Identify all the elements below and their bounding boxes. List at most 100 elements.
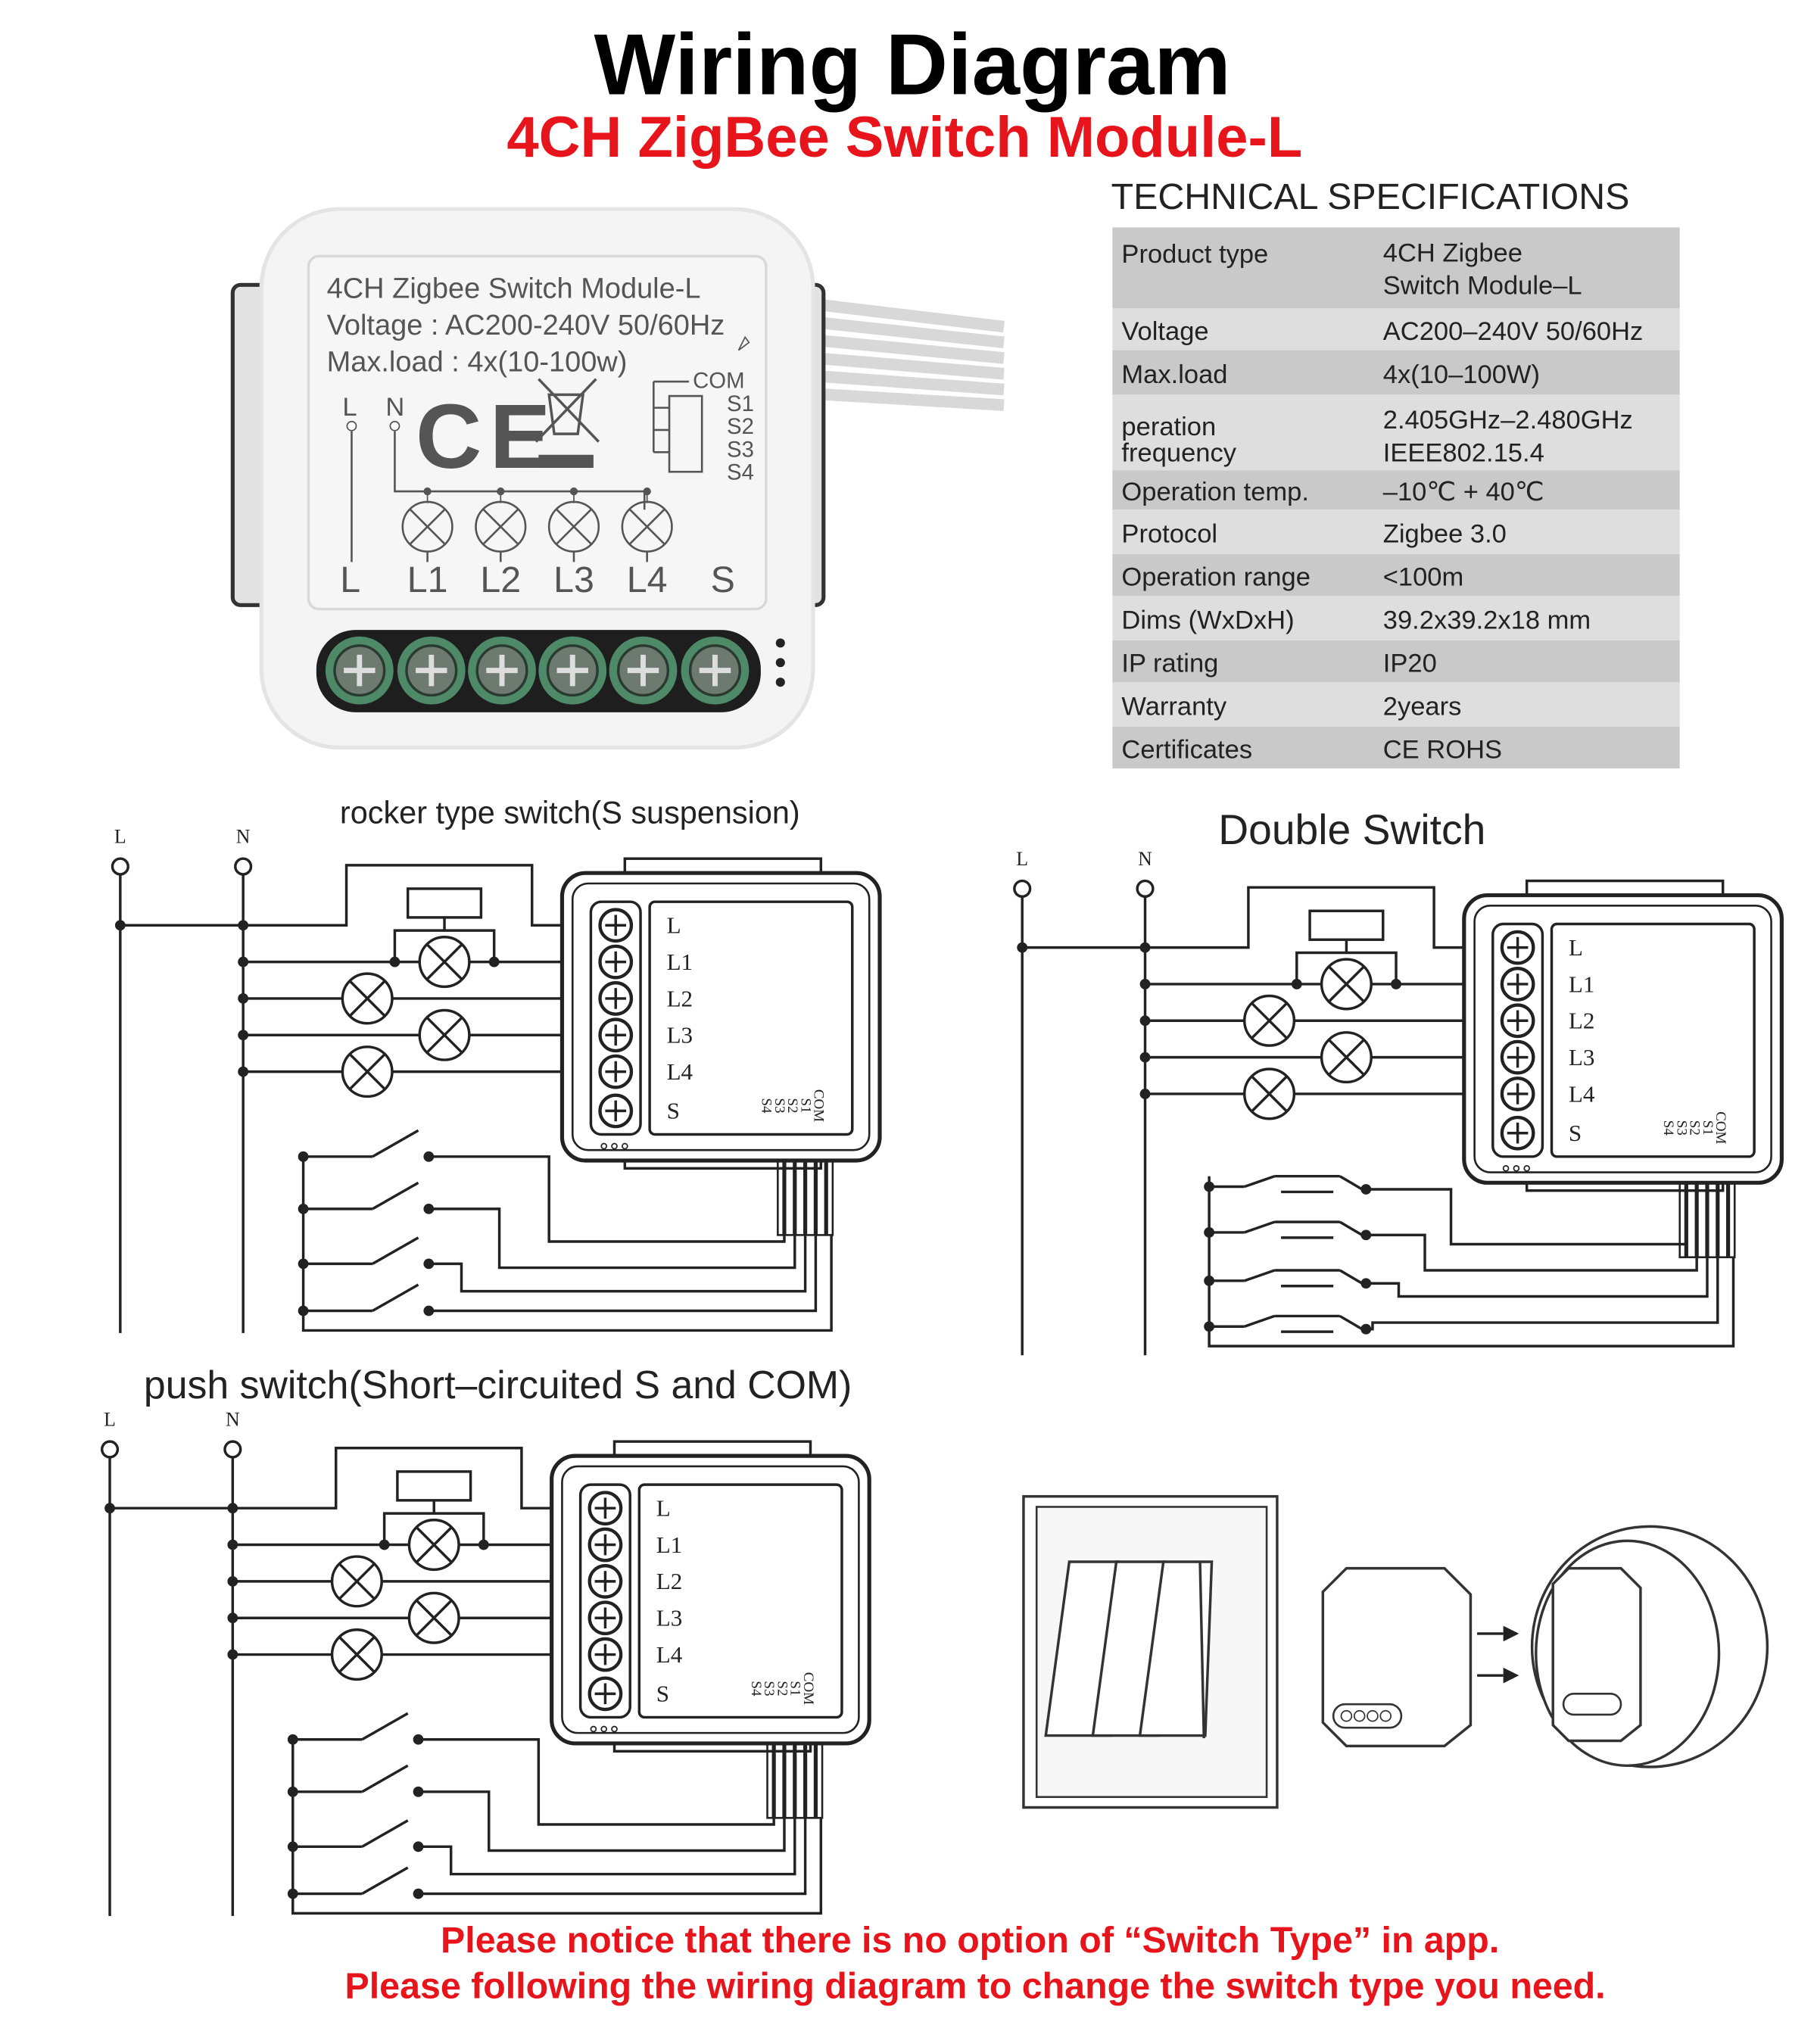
terminal-dot [1353,1709,1366,1722]
junction-dot [287,1841,298,1852]
switch-line [1366,1257,1709,1298]
weee-bin-icon [535,378,600,443]
specs-heading: TECHNICAL SPECIFICATIONS [1111,176,1630,217]
push-switch-icon [361,1819,409,1848]
spec-value: Switch Module–L [1383,271,1582,300]
spec-row-background [1112,470,1680,510]
terminal-label: L1 [1569,971,1595,997]
screw-cross [1507,1046,1529,1068]
junction-dot [238,920,249,931]
supply-terminal [234,857,253,876]
terminal-label: S [667,1098,680,1124]
terminal-label: L1 [656,1531,683,1558]
s4-line [418,1818,807,1896]
spec-row-background [1112,308,1680,351]
spec-label: Max.load [1121,360,1227,389]
terminal-label: S [656,1681,669,1707]
page-title: Wiring Diagram [594,17,1231,113]
spec-label: Protocol [1121,519,1217,548]
page-subtitle: 4CH ZigBee Switch Module-L [506,105,1302,170]
module-inner-outline [561,1465,860,1734]
arrow-right-icon [1503,1625,1519,1642]
junction-dot [413,1786,424,1797]
double-switch-icon [1244,1220,1276,1234]
lamp-cross [338,1636,376,1673]
switch-terminal-label: S2 [1687,1120,1703,1136]
supply-label: N [236,825,251,847]
spec-label: peration [1121,413,1216,441]
terminal-label: L2 [667,985,693,1011]
junction-dot [1139,1089,1151,1099]
led-dot [611,1725,618,1733]
junction-dot [1391,979,1401,989]
terminal-dot [1379,1709,1392,1722]
supply-label: N [1138,848,1152,870]
switch-terminal-label: S4 [759,1098,774,1114]
led-dot [590,1725,597,1733]
live-feed-line [110,1447,584,1510]
spec-value: Zigbee 3.0 [1383,519,1507,548]
spec-value: AC200–240V 50/60Hz [1383,317,1644,346]
screw-slot [556,654,588,687]
device-label-line: Max.load : 4x(10-100w) [327,346,628,378]
spec-label: Operation range [1121,562,1310,591]
lamp-cross [416,1526,452,1563]
lamp-cross [349,980,385,1017]
rocker-switch-icon [372,1181,419,1211]
spec-row-background [1112,682,1680,727]
module-panel [1550,922,1756,1158]
device-label-n: N [385,393,404,422]
switch-terminal-label: COM [1713,1111,1728,1144]
terminal-label: L4 [656,1641,683,1668]
junction-dot [238,1030,249,1041]
notice-line-1: Please notice that there is no option of… [441,1920,1499,1961]
junction-dot [238,1066,249,1077]
spec-label: Voltage [1121,317,1208,346]
push-switch-icon [361,1712,409,1741]
s2-line [429,1207,796,1270]
device-switch-label: S2 [727,414,754,439]
status-led-dot [775,658,785,668]
junction-dot [287,1786,298,1797]
lamp-cross [1251,1076,1288,1112]
device-terminal-label: L1 [407,559,448,600]
terminal-label: L [1569,934,1583,961]
switch-terminal-label: S4 [1660,1120,1676,1136]
spec-row: Operation range<100m [1112,553,1680,597]
rocker-button [1138,1560,1214,1737]
spec-label: frequency [1121,438,1236,467]
terminal-dot [1367,1709,1379,1722]
spec-value: CE ROHS [1383,735,1502,764]
module-panel [648,900,854,1136]
terminal-label: S [1569,1120,1582,1146]
switch-terminal-label: S3 [1673,1120,1689,1136]
com-bus-line [1208,1176,1735,1348]
lamp-cross [629,509,665,562]
device-switch-label: S3 [727,437,754,462]
module-inner-outline [571,882,871,1151]
device-switch-label: S1 [727,391,754,416]
switch-terminal-label: S1 [797,1098,813,1113]
double-switch-icon [1339,1314,1364,1331]
device-switch-label: COM [693,369,744,394]
s4-line [429,1235,818,1313]
junction-dot [1291,979,1302,989]
lamp-cross [410,509,445,562]
screw-slot [627,654,659,687]
screw-slot [486,654,518,687]
switch-terminal-label: S2 [784,1098,800,1113]
switch-line [1366,1257,1719,1331]
diagram-title: Double Switch [1218,806,1485,853]
rocker-switch-icon [372,1236,419,1265]
status-led-dot [775,678,785,687]
screw-cross [605,915,627,936]
spec-value: 4CH Zigbee [1383,238,1522,267]
spec-value: –10℃ + 40℃ [1383,478,1544,506]
